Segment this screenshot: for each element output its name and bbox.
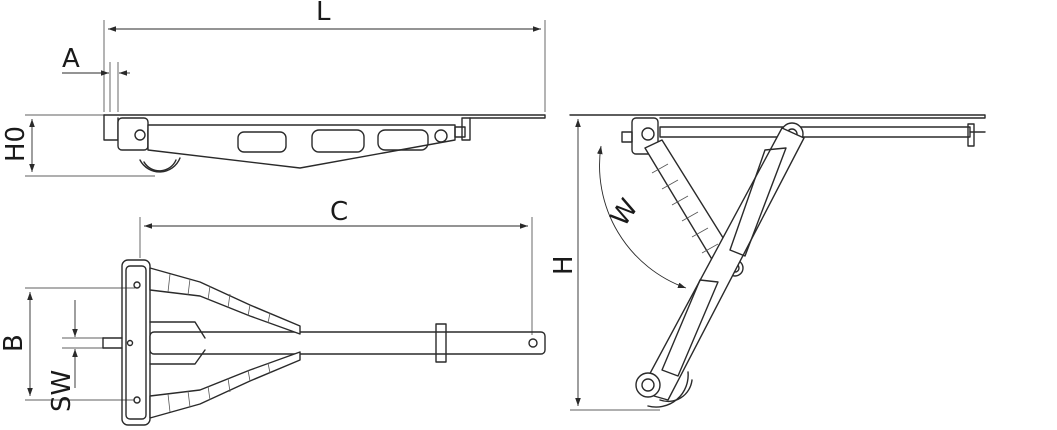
dimension-c: C	[139, 197, 533, 335]
dimension-sw: SW	[47, 300, 103, 412]
label-l: L	[316, 0, 331, 27]
label-h: H	[549, 255, 579, 275]
top-view	[102, 259, 546, 426]
dimension-b: B	[0, 287, 135, 401]
extended-side-view	[569, 114, 986, 408]
label-h0: H0	[1, 126, 31, 162]
label-w: W	[605, 194, 644, 232]
dimension-h0: H0	[1, 114, 155, 177]
label-a: A	[62, 44, 80, 74]
label-b: B	[0, 334, 29, 352]
label-sw: SW	[47, 370, 77, 412]
folded-side-view	[103, 114, 546, 173]
dimension-a: A	[62, 44, 130, 112]
label-c: C	[330, 197, 348, 227]
dimension-h: H	[549, 114, 660, 411]
dimension-l: L	[103, 0, 546, 112]
